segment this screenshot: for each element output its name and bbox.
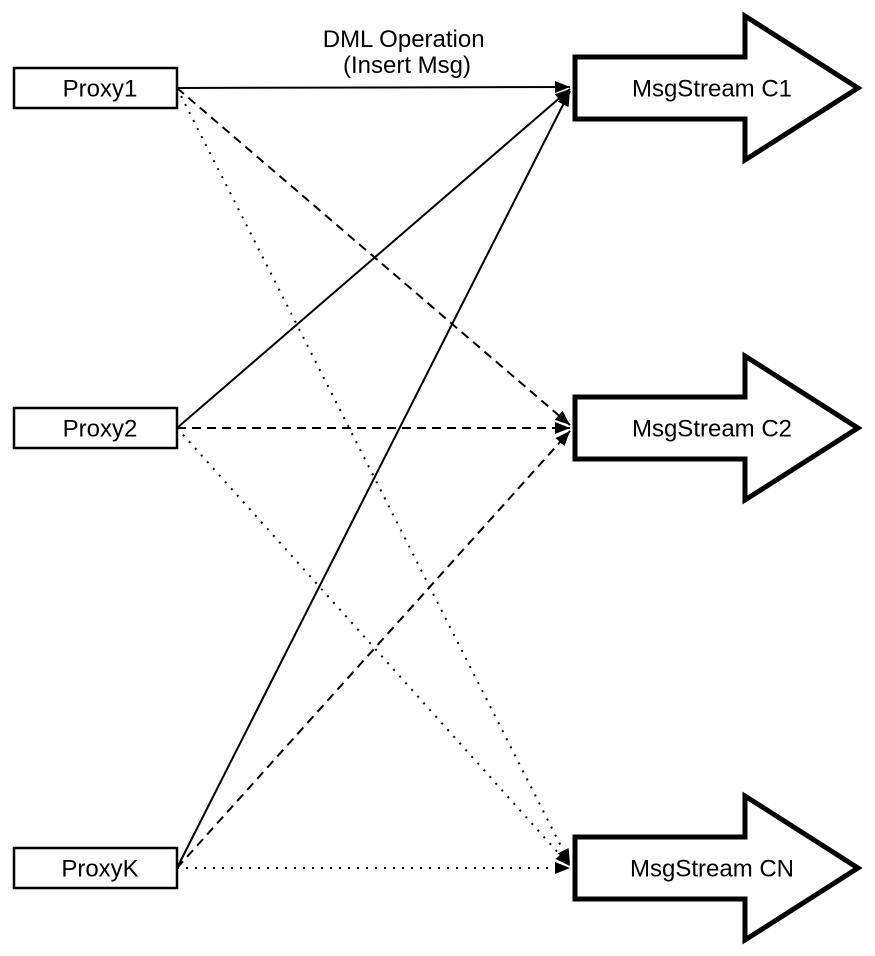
diagram-title-line1: DML Operation (323, 26, 485, 53)
edge-proxyk-to-msgstream-c1 (176, 90, 571, 869)
proxy1-label: Proxy1 (63, 76, 138, 103)
proxy-node-1: Proxy1 (12, 66, 179, 110)
proxyk-label: ProxyK (61, 856, 138, 883)
msgstream-c2-arrow (572, 351, 863, 505)
diagram-title: DML Operation (Insert Msg) (323, 26, 492, 79)
proxy-node-2: Proxy2 (12, 406, 179, 450)
edge-proxyk-to-msgstream-c2 (176, 430, 571, 869)
edge-proxy1-to-msgstream-cn (176, 87, 571, 865)
stream-node-cn: MsgStream CN (572, 791, 863, 945)
diagram-title-line2: (Insert Msg) (343, 52, 471, 79)
msgstream-c2-label: MsgStream C2 (632, 416, 792, 443)
proxy1-box (12, 66, 179, 110)
edges-dashed-to-c2 (176, 87, 571, 869)
edges-dotted-to-cn (176, 87, 571, 874)
edge-proxy1-to-msgstream-c2 (176, 87, 571, 426)
proxy2-box (12, 406, 179, 450)
msgstream-cn-arrow (572, 791, 863, 945)
stream-node-c2: MsgStream C2 (572, 351, 863, 505)
edge-proxy1-to-msgstream-c1 (176, 81, 571, 94)
edge-proxy2-to-msgstream-c1 (176, 88, 571, 429)
msgstream-cn-label: MsgStream CN (630, 856, 794, 883)
stream-node-c1: MsgStream C1 (572, 11, 863, 165)
edges-solid-to-c1 (176, 81, 571, 869)
proxy2-label: Proxy2 (63, 416, 138, 443)
msgstream-c1-label: MsgStream C1 (632, 76, 792, 103)
msgstream-c1-arrow (572, 11, 863, 165)
edge-proxy2-to-msgstream-cn (176, 427, 571, 867)
proxy-node-k: ProxyK (12, 846, 179, 890)
proxyk-box (12, 846, 179, 890)
